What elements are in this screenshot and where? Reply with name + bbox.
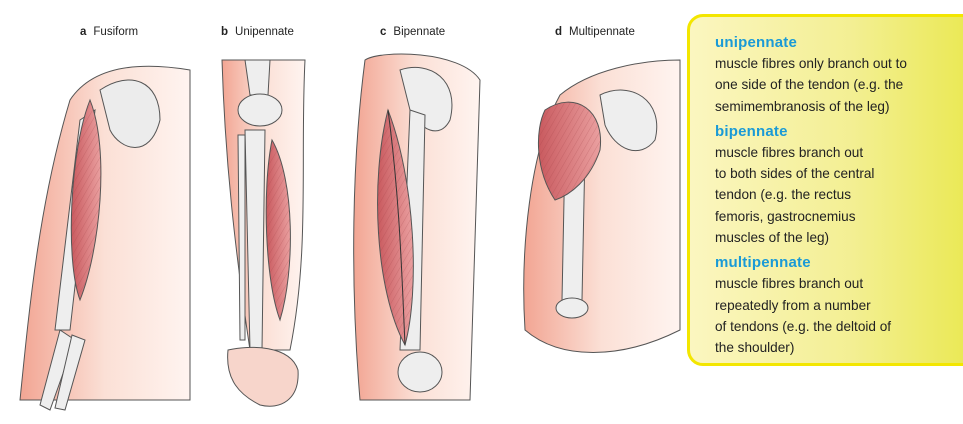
- desc-multipennate: muscle fibres branch out repeatedly from…: [715, 276, 892, 356]
- definitions-box: unipennate muscle fibres only branch out…: [687, 14, 963, 366]
- term-bipennate: bipennate: [715, 122, 788, 140]
- fusiform-arm-illustration: [19, 65, 191, 411]
- term-unipennate: unipennate: [715, 34, 798, 51]
- bipennate-thigh-illustration: [353, 53, 481, 401]
- term-multipennate: multipennate: [715, 254, 811, 272]
- muscle-illustrations: [19, 53, 681, 411]
- desc-bipennate: muscle fibres branch out to both sides o…: [715, 144, 875, 246]
- desc-unipennate: muscle fibres only branch out to one sid…: [715, 56, 907, 114]
- multipennate-shoulder-illustration: [523, 59, 681, 353]
- unipennate-leg-illustration: [221, 59, 306, 407]
